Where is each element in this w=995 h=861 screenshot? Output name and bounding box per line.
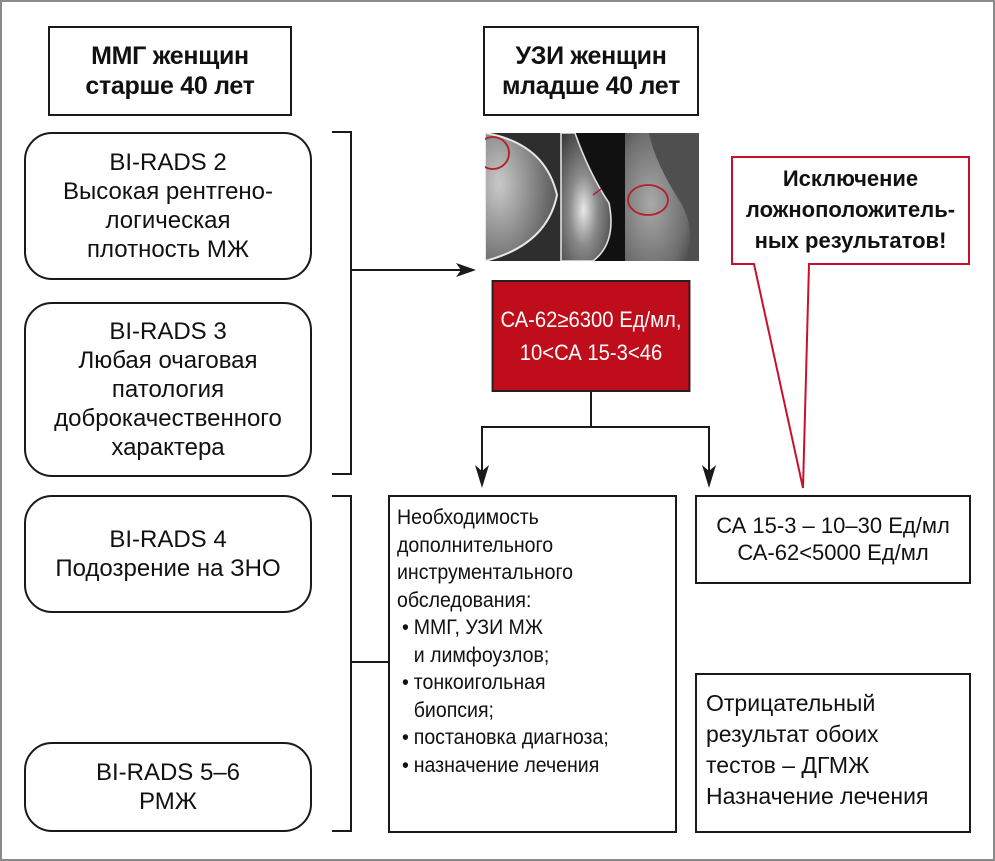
birads-3-title: BI-RADS 3	[109, 318, 227, 345]
birads-4-line-1: Подозрение на ЗНО	[55, 555, 281, 582]
lesion-marker-1	[485, 136, 510, 170]
header-uzi: УЗИ женщин младше 40 лет	[483, 26, 699, 116]
bullet-icon: •	[401, 726, 409, 749]
mammography-panels	[485, 133, 699, 261]
negative-line-3: тестов – ДГМЖ	[706, 752, 870, 778]
normal-line-2: СА-62<5000 Ед/мл	[737, 540, 929, 565]
negative-line-1: Отрицательный	[706, 690, 876, 716]
lesion-marker-2	[627, 184, 669, 216]
callout-text: Исключение ложноположитель- ных результа…	[732, 163, 969, 256]
normal-values-box	[695, 495, 971, 584]
tumor-marker-box: СА-62≥6300 Ед/мл, 10<СА 15-3<46	[491, 280, 691, 392]
birads-3-line-4: характера	[111, 434, 225, 461]
negative-result-box	[695, 673, 971, 833]
exam-bullet-1: • ММГ, УЗИ МЖ и лимфоузлов;	[397, 614, 657, 669]
negative-result-text: Отрицательный результат обоих тестов – Д…	[706, 688, 968, 812]
birads-2-box: BI-RADS 2 Высокая рентгено- логическая п…	[24, 132, 312, 280]
birads-5-6-title: BI-RADS 5–6	[95, 759, 241, 786]
birads-2-line-2: логическая	[105, 207, 231, 234]
bullet-icon: •	[401, 753, 409, 777]
negative-line-4: Назначение лечения	[706, 783, 929, 809]
exam-intro-3: инструментального	[397, 561, 574, 584]
negative-line-2: результат обоих	[706, 721, 879, 747]
header-uzi-line-2: младше 40 лет	[501, 72, 681, 100]
additional-exam-box	[388, 495, 677, 833]
birads-5-6-box: BI-RADS 5–6 РМЖ	[24, 742, 312, 832]
birads-5-6-line-1: РМЖ	[139, 788, 197, 815]
birads-2-line-1: Высокая рентгено-	[62, 178, 274, 205]
header-mmg: ММГ женщин старше 40 лет	[48, 26, 292, 116]
birads-3-line-3: доброкачественного	[54, 405, 282, 432]
exam-bullet-4-line-1: назначение лечения	[413, 753, 600, 777]
callout-line-3: ных результатов!	[754, 228, 947, 253]
bullet-icon: •	[401, 671, 409, 694]
exam-bullet-1-line-2: и лимфоузлов;	[413, 643, 550, 667]
birads-3-box: BI-RADS 3 Любая очаговая патология добро…	[24, 302, 312, 477]
birads-4-box: BI-RADS 4 Подозрение на ЗНО	[24, 495, 312, 613]
normal-line-1: СА 15-3 – 10–30 Ед/мл	[716, 513, 950, 538]
mammography-image	[485, 133, 699, 261]
exam-bullet-3: • постановка диагноза;	[397, 724, 657, 752]
bullet-icon: •	[401, 616, 409, 639]
callout-line-1: Исключение	[782, 166, 919, 191]
additional-exam-list: Необходимость дополнительного инструмент…	[397, 504, 657, 779]
normal-values-text: СА 15-3 – 10–30 Ед/мл СА-62<5000 Ед/мл	[695, 512, 971, 566]
exam-bullet-2: • тонкоигольная биопсия;	[397, 669, 657, 724]
birads-3-line-1: Любая очаговая	[78, 347, 258, 374]
exam-bullet-4: • назначение лечения	[397, 752, 657, 780]
exam-intro-4: обследования:	[397, 588, 532, 612]
header-uzi-line-1: УЗИ женщин	[515, 42, 667, 70]
header-mmg-line-1: ММГ женщин	[91, 42, 249, 70]
birads-4-title: BI-RADS 4	[109, 526, 227, 553]
callout-line-2: ложноположитель-	[745, 197, 956, 222]
birads-3-line-2: патология	[111, 376, 225, 403]
marker-line-1: СА-62≥6300 Ед/мл,	[500, 307, 682, 332]
exam-intro-2: дополнительного	[397, 533, 554, 557]
exam-bullet-2-line-2: биопсия;	[413, 698, 494, 722]
exam-bullet-2-line-1: тонкоигольная	[413, 671, 546, 694]
birads-2-title: BI-RADS 2	[109, 149, 227, 176]
marker-line-2: 10<СА 15-3<46	[519, 340, 663, 365]
birads-2-line-3: плотность МЖ	[87, 236, 249, 263]
header-mmg-line-2: старше 40 лет	[85, 72, 255, 100]
exam-intro-1: Необходимость	[397, 506, 539, 529]
exam-bullet-1-line-1: ММГ, УЗИ МЖ	[413, 616, 543, 639]
exam-bullet-3-line-1: постановка диагноза;	[413, 726, 609, 749]
